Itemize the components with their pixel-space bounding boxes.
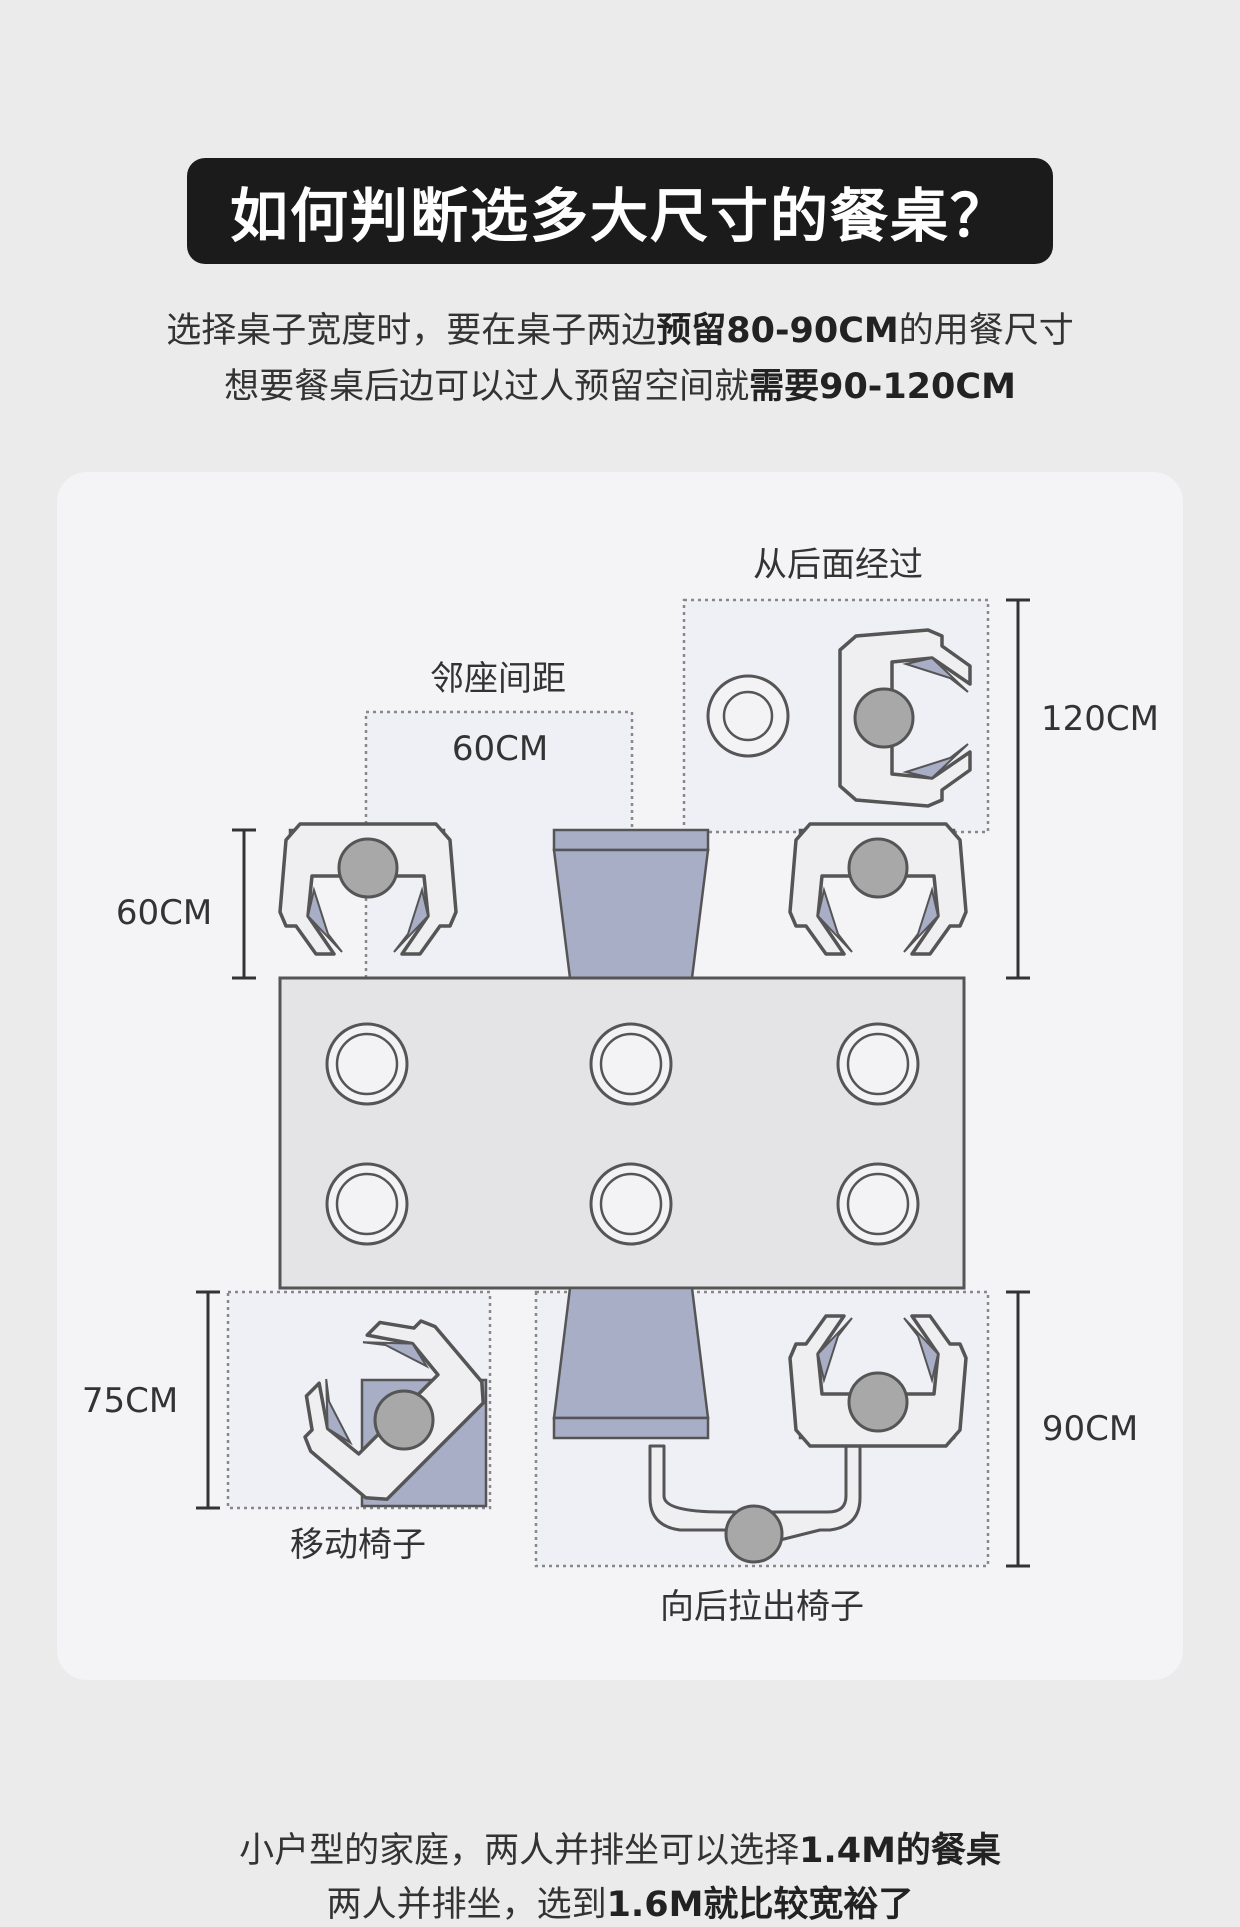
dim-seat-spacing: 60CM [452, 729, 548, 769]
plate [325, 1022, 409, 1106]
label-pull-chair: 向后拉出椅子 [660, 1587, 864, 1627]
chair-bottom-middle [552, 1286, 710, 1440]
dim-pull-chair: 90CM [1042, 1409, 1138, 1449]
intro-line-1: 选择桌子宽度时，要在桌子两边预留80-90CM的用餐尺寸 [0, 302, 1240, 353]
diner-top-right [788, 822, 968, 956]
page-title: 如何判断选多大尺寸的餐桌？ [229, 182, 1010, 250]
dim-move-chair: 75CM [82, 1381, 178, 1421]
label-pass-behind: 从后面经过 [753, 545, 923, 585]
footer-line-2: 两人并排坐，选到1.6M就比较宽裕了 [0, 1876, 1240, 1927]
intro-line-2: 想要餐桌后边可以过人预留空间就需要90-120CM [0, 358, 1240, 409]
intro-line-1-bold: 预留80-90CM [656, 311, 899, 351]
dim-pass-behind: 120CM [1041, 699, 1159, 739]
footer-line-2-a: 两人并排坐，选到 [326, 1885, 607, 1925]
plate [836, 1022, 920, 1106]
footer-line-1: 小户型的家庭，两人并排坐可以选择1.4M的餐桌 [0, 1822, 1240, 1873]
intro-line-2-a: 想要餐桌后边可以过人预留空间就 [224, 367, 750, 407]
person-passing-behind [706, 628, 972, 808]
chair-top-middle [552, 828, 710, 980]
label-move-chair: 移动椅子 [290, 1525, 426, 1565]
footer-line-1-a: 小户型的家庭，两人并排坐可以选择 [239, 1831, 800, 1871]
title-banner: 如何判断选多大尺寸的餐桌？ [187, 158, 1053, 264]
intro-line-1-c: 的用餐尺寸 [898, 311, 1074, 351]
footer-line-1-bold: 1.4M的餐桌 [799, 1831, 1001, 1871]
plate [836, 1162, 920, 1246]
plate [325, 1162, 409, 1246]
plate [589, 1022, 673, 1106]
footer-line-2-bold: 1.6M就比较宽裕了 [606, 1885, 914, 1925]
label-seat-spacing: 邻座间距 [430, 659, 566, 699]
intro-line-2-bold: 需要90-120CM [749, 367, 1016, 407]
dim-chair-depth: 60CM [116, 893, 212, 933]
intro-line-1-a: 选择桌子宽度时，要在桌子两边 [166, 311, 657, 351]
plate [589, 1162, 673, 1246]
dimension-lines [196, 598, 1030, 1568]
